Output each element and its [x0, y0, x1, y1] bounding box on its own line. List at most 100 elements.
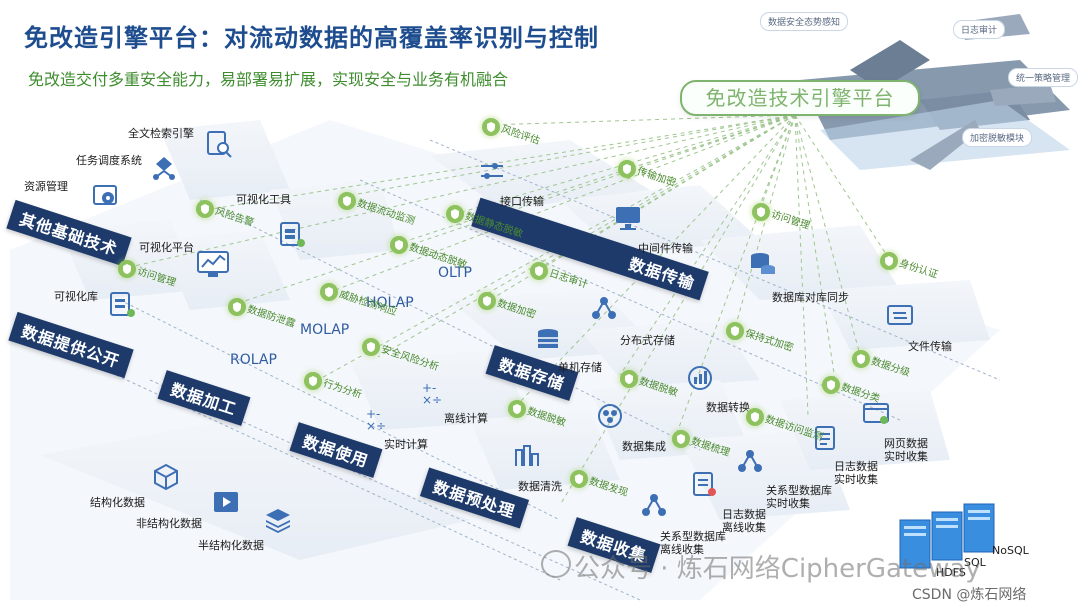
label-log-realtime-line2: 实时收集: [834, 473, 878, 486]
label-interface-transfer: 接口传输: [500, 195, 544, 208]
label-viz-tool: 可视化工具: [236, 193, 291, 206]
watermark: 公众号 · 炼石网络CipherGateway: [574, 554, 981, 584]
label-middleware-transfer: 中间件传输: [638, 242, 693, 255]
log-offline-icon: [693, 472, 716, 496]
security-shield-icon: [482, 118, 500, 136]
data-clean-icon: [515, 445, 539, 466]
security-shield-icon: [852, 350, 870, 368]
label-log-realtime-line1: 日志数据: [834, 460, 878, 473]
label-structured-data: 结构化数据: [90, 496, 145, 509]
security-shield-icon: [880, 252, 898, 270]
security-shield-icon: [726, 322, 744, 340]
db-sync-icon: [751, 253, 775, 274]
svg-text:×÷: ×÷: [422, 393, 442, 406]
label-log-offline-line2: 离线收集: [722, 521, 766, 534]
security-shield-icon: [118, 260, 136, 278]
security-shield-icon: [320, 283, 338, 301]
web-collect-icon: [863, 403, 889, 424]
label-oltp: OLTP: [438, 265, 472, 281]
page-subtitle: 免改造交付多重安全能力，易部署易扩展，实现安全与业务有机融合: [28, 70, 509, 89]
label-file-transfer: 文件传输: [908, 340, 952, 353]
label-web-collect: 网页数据实时收集: [884, 437, 928, 463]
security-shield-icon: [508, 400, 526, 418]
security-shield-icon: [620, 370, 638, 388]
label-log-realtime: 日志数据实时收集: [834, 460, 878, 486]
label-data-convert: 数据转换: [706, 401, 750, 414]
label-rdb-offline-line2: 离线收集: [660, 543, 704, 556]
label-rdb-realtime: 关系型数据库实时收集: [766, 484, 832, 510]
single-storage-icon: [538, 329, 558, 348]
security-shield-icon: [530, 262, 548, 280]
resource-mgmt-icon: [93, 185, 117, 205]
label-rdb-realtime-line2: 实时收集: [766, 497, 810, 510]
fleet-tag-log-audit: 日志审计: [953, 20, 1006, 39]
log-collect-icon: [815, 426, 835, 450]
offline-compute-icon: +-×÷: [422, 381, 442, 406]
file-transfer-icon: [887, 305, 913, 325]
label-log-offline-line1: 日志数据: [722, 508, 766, 521]
label-viz-platform: 可视化平台: [139, 241, 194, 254]
svg-text:+-: +-: [366, 407, 380, 421]
distributed-storage-icon: [592, 297, 616, 319]
security-shield-icon: [672, 430, 690, 448]
video-file-icon: [214, 492, 238, 512]
label-single-storage: 单机存储: [558, 361, 602, 374]
label-rdb-realtime-line1: 关系型数据库: [766, 484, 832, 497]
interface-sliders-icon: [481, 163, 503, 179]
label-log-offline: 日志数据离线收集: [722, 508, 766, 534]
label-distributed-storage: 分布式存储: [620, 334, 675, 347]
label-data-integrate: 数据集成: [622, 440, 666, 453]
label-unstructured-data: 非结构化数据: [136, 517, 202, 530]
search-engine-icon: [207, 131, 232, 158]
data-convert-icon: [688, 366, 712, 390]
label-molap: MOLAP: [300, 322, 350, 338]
fleet-tag-situation-awareness: 数据安全态势感知: [760, 12, 849, 31]
label-rdb-offline-line1: 关系型数据库: [660, 530, 726, 543]
label-semistructured-data: 半结构化数据: [198, 539, 264, 552]
svg-text:×÷: ×÷: [366, 419, 386, 432]
label-offline-compute: 离线计算: [444, 412, 488, 425]
security-shield-icon: [304, 372, 322, 390]
label-hdfs: HDFS: [936, 566, 966, 579]
label-viz-lib: 可视化库: [54, 290, 98, 303]
label-fulltext-search: 全文检索引擎: [128, 127, 194, 140]
middleware-monitor-icon: [616, 207, 640, 230]
label-realtime-compute: 实时计算: [384, 438, 428, 451]
wechat-logo-icon: [541, 550, 571, 578]
security-shield-icon: [362, 338, 380, 356]
security-shield-icon: [752, 203, 770, 221]
security-shield-icon: [746, 408, 764, 426]
engine-platform-badge: 免改造技术引擎平台: [680, 80, 920, 116]
security-shield-icon: [390, 236, 408, 254]
security-shield-icon: [338, 192, 356, 210]
label-rolap: ROLAP: [230, 352, 277, 368]
chart-monitor-icon: [197, 251, 229, 277]
label-data-clean: 数据清洗: [518, 480, 562, 493]
label-sql: SQL: [964, 556, 986, 569]
label-nosql: NoSQL: [992, 544, 1029, 557]
page-title: 免改造引擎平台：对流动数据的高覆盖率识别与控制: [24, 24, 599, 52]
server-rack-icon: [899, 503, 995, 569]
label-task-scheduler: 任务调度系统: [76, 154, 142, 167]
security-shield-icon: [570, 470, 588, 488]
security-shield-icon: [822, 376, 840, 394]
security-shield-icon: [228, 298, 246, 316]
label-holap: HOLAP: [366, 295, 414, 311]
svg-text:+-: +-: [422, 381, 436, 395]
library-icon: [110, 292, 135, 317]
label-web-collect-line1: 网页数据: [884, 437, 928, 450]
structured-data-icon: [154, 463, 178, 490]
security-shield-icon: [478, 292, 496, 310]
label-db-sync: 数据库对库同步: [772, 291, 849, 304]
label-web-collect-line2: 实时收集: [884, 450, 928, 463]
database-icon: [280, 222, 305, 247]
security-shield-icon: [446, 205, 464, 223]
label-rdb-offline: 关系型数据库离线收集: [660, 530, 726, 556]
fleet-tag-encrypt-mask: 加密脱敏模块: [962, 128, 1033, 147]
data-integrate-icon: [598, 404, 622, 428]
fleet-tag-policy-mgmt: 统一策略管理: [1008, 68, 1079, 87]
rdb-collect-icon: [738, 450, 762, 472]
security-shield-icon: [618, 160, 636, 178]
security-shield-icon: [196, 200, 214, 218]
